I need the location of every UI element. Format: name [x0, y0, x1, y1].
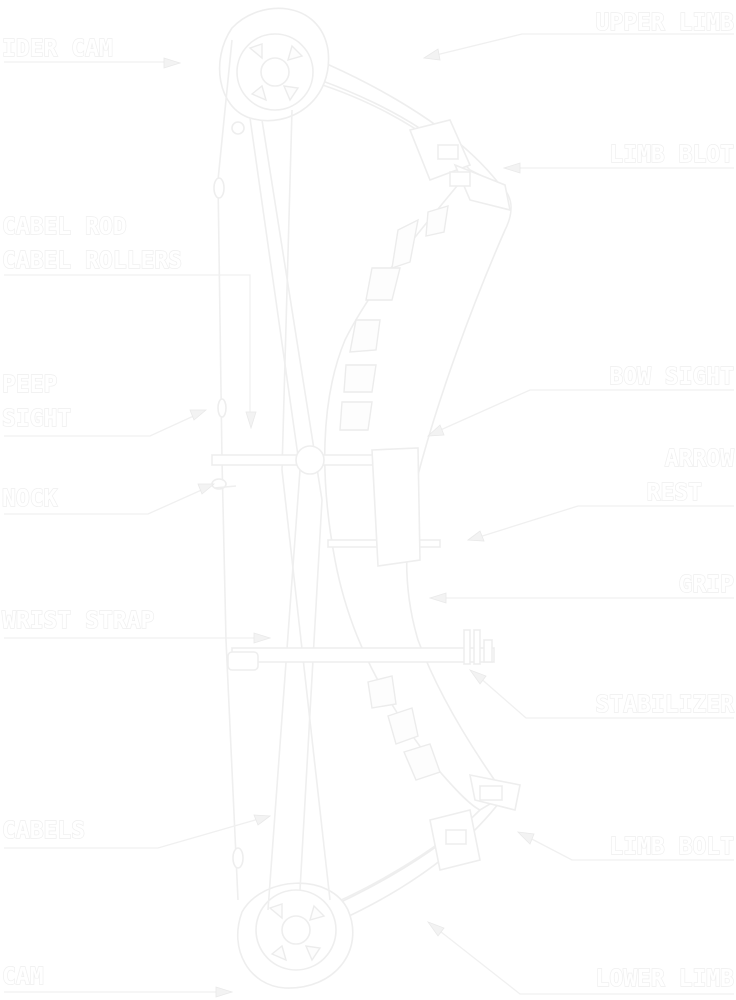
label-idler-cam: IDER CAM [2, 36, 113, 62]
label-arrow-rest-line2: REST [647, 480, 702, 506]
label-arrow-rest-line1: ARROW [665, 446, 734, 472]
label-nock: NOCK [2, 486, 58, 512]
string-accessories [211, 177, 244, 869]
compound-bow-icon [211, 7, 521, 989]
label-peep-sight-line2: SIGHT [2, 406, 71, 432]
leader-lines [4, 33, 734, 998]
stabilizer-bar [227, 629, 495, 671]
arrow-shaft [213, 485, 237, 489]
label-limb-bolt-upper: LIMB BLOT [609, 142, 734, 168]
label-bow-sight: BOW SIGHT [609, 364, 734, 390]
label-cables: CABELS [2, 818, 85, 844]
callout-labels: IDER CAM UPPER LIMB LIMB BLOT CABEL ROD … [1, 9, 735, 992]
label-stabilizer: STABILIZER [596, 692, 735, 718]
bow-string [217, 39, 239, 901]
idler-cam-wheel [218, 7, 330, 135]
label-cable-rollers: CABEL ROLLERS [2, 248, 182, 274]
label-cam: CAM [2, 964, 44, 990]
label-grip: GRIP [679, 572, 734, 598]
cam-wheel [236, 882, 354, 989]
label-wrist-strap: WRIST STRAP [2, 608, 154, 634]
label-cable-rod: CABEL ROD [2, 214, 127, 240]
riser-cutouts [339, 205, 449, 781]
label-upper-limb: UPPER LIMB [596, 10, 735, 36]
upper-limb-bolt-assembly [408, 119, 512, 212]
lower-limb-bolt-assembly [429, 773, 521, 871]
bow-cables [249, 109, 331, 911]
label-peep-sight-line1: PEEP [2, 372, 57, 398]
grip-block [371, 447, 421, 567]
label-limb-bolt-lower: LIMB BOLT [609, 834, 734, 860]
label-lower-limb: LOWER LIMB [596, 966, 735, 992]
